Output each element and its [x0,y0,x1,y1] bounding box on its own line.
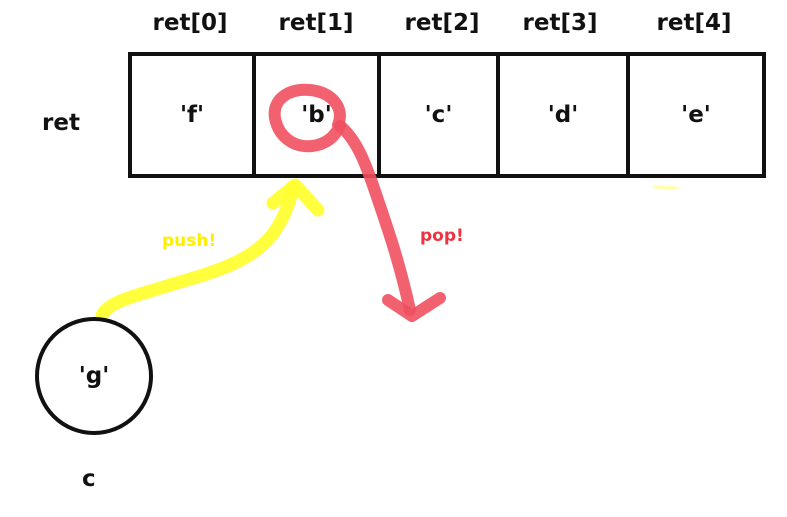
variable-name: c [82,466,96,492]
array-cell-1: 'b' [256,56,381,174]
index-label-4: ret[4] [656,10,732,36]
array-box: 'f' 'b' 'c' 'd' 'e' [128,52,766,178]
array-cell-4: 'e' [681,102,711,128]
pop-circle-stroke [268,83,346,153]
index-label-0: ret[0] [152,10,228,36]
array-name: ret [42,110,80,136]
push-arrow-stroke [95,181,300,322]
array-cell-2: 'c' [381,56,500,174]
variable-value: 'g' [78,363,110,389]
index-label-1: ret[1] [278,10,354,36]
variable-circle: 'g' [35,317,153,435]
yellow-mark [653,185,678,190]
push-label: push! [162,231,217,251]
index-label-3: ret[3] [522,10,598,36]
push-arrowhead-stroke [266,178,325,217]
index-label-2: ret[2] [404,10,480,36]
array-cell-0: 'f' [132,56,256,174]
pop-label: pop! [420,226,464,246]
pop-arrowhead-stroke [382,292,446,322]
array-cell-3: 'd' [500,56,630,174]
pop-arrow-stroke [334,120,416,316]
